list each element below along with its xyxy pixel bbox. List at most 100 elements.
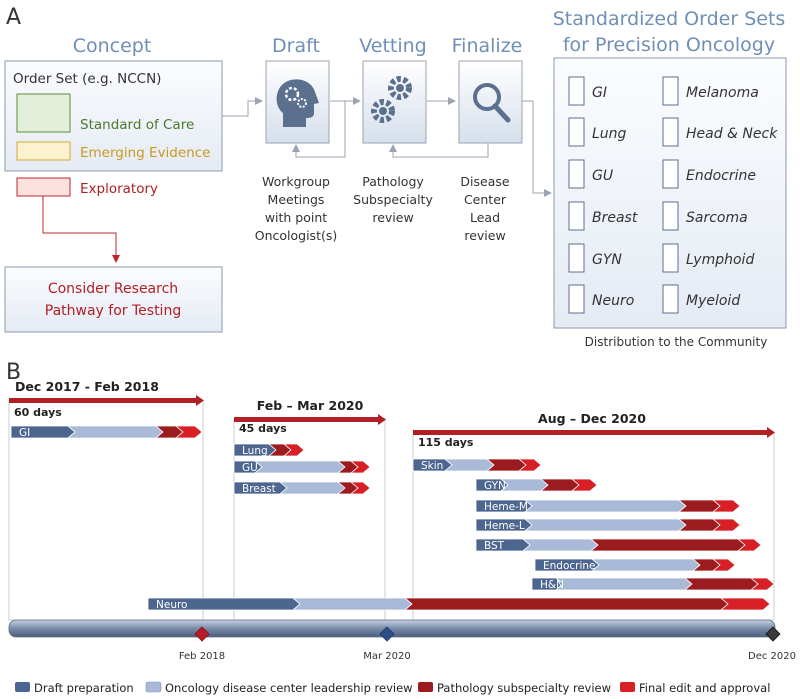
period-arrow-3 xyxy=(413,427,775,438)
gantt-task-label: GI xyxy=(19,427,30,439)
vetting-caption-3: review xyxy=(372,210,413,225)
gantt-segment-path xyxy=(403,597,729,611)
order-set-right-item: Head & Neck xyxy=(686,126,778,142)
period-days-2: 45 days xyxy=(239,422,287,435)
emerging-evidence-swatch xyxy=(16,141,71,161)
order-set-checkbox xyxy=(662,76,679,106)
gantt-task-label: BST xyxy=(484,540,505,552)
legend-label-oncology: Oncology disease center leadership revie… xyxy=(165,681,413,695)
gantt-task-label: H&N xyxy=(540,579,564,591)
concept-box-title: Order Set (e.g. NCCN) xyxy=(13,71,161,87)
legend-swatch-final xyxy=(620,682,635,692)
finalize-feedback-arrow xyxy=(389,143,489,158)
order-set-checkbox xyxy=(662,284,679,314)
exploratory-swatch xyxy=(16,177,71,197)
legend-label-pathology: Pathology subspecialty review xyxy=(437,681,611,695)
finalize-caption-3: Lead xyxy=(470,210,500,225)
gantt-segment-path xyxy=(683,577,759,591)
order-set-right-item: Lymphoid xyxy=(686,252,754,268)
order-set-checkbox xyxy=(568,117,585,147)
order-set-left-item: GU xyxy=(592,168,613,184)
gantt-task-label: GYN xyxy=(484,480,506,492)
vetting-caption-2: Subspecialty xyxy=(353,192,433,207)
order-set-left-item: Breast xyxy=(592,210,638,226)
draft-caption-1: Workgroup xyxy=(262,174,330,189)
legend-swatch-pathology xyxy=(418,682,433,692)
gantt-segment-onc xyxy=(521,538,599,552)
order-sets-footer: Distribution to the Community xyxy=(585,335,768,349)
gantt-segment-fin xyxy=(570,478,598,492)
gantt-task-label: Neuro xyxy=(156,599,187,611)
gantt-segment-fin xyxy=(282,443,305,457)
period-days-1: 60 days xyxy=(14,406,62,419)
order-set-right-item: Melanoma xyxy=(686,85,759,101)
gantt-segment-fin xyxy=(736,538,762,552)
gantt-segment-fin xyxy=(711,499,741,513)
order-set-checkbox xyxy=(568,201,585,231)
draft-caption-2: Meetings xyxy=(268,192,325,207)
order-set-right-item: Sarcoma xyxy=(686,210,748,226)
gantt-segment-fin xyxy=(174,425,203,439)
research-box xyxy=(4,266,223,333)
gantt-segment-onc xyxy=(253,460,346,474)
draft-caption-3: with point xyxy=(265,210,327,225)
exploratory-connector xyxy=(42,196,120,263)
finalize-caption-4: review xyxy=(464,228,505,243)
gantt-task-label: Breast xyxy=(242,483,276,495)
finalize-title: Finalize xyxy=(452,35,523,57)
finalize-box xyxy=(458,60,523,144)
gantt-task-label: Heme-L xyxy=(484,520,525,532)
period-label-3: Aug – Dec 2020 xyxy=(538,411,646,426)
emerging-evidence-label: Emerging Evidence xyxy=(80,145,210,161)
order-set-left-item: Lung xyxy=(592,126,627,142)
order-set-checkbox xyxy=(568,76,585,106)
gantt-segment-onc xyxy=(523,499,687,513)
panel-a-label: A xyxy=(6,5,21,30)
head-gears-icon xyxy=(276,79,319,127)
gantt-segment-fin xyxy=(517,458,542,472)
gantt-segment-onc xyxy=(291,597,413,611)
period-arrow-1 xyxy=(9,395,204,406)
milestone-feb-2018 xyxy=(194,626,210,642)
order-set-checkbox xyxy=(662,117,679,147)
finalize-to-order-sets-arrow xyxy=(522,100,552,197)
gantt-task-label: Heme-M xyxy=(484,501,528,513)
milestone-label-2: Mar 2020 xyxy=(363,651,411,662)
gantt-task-label: Lung xyxy=(242,445,268,457)
standard-of-care-label: Standard of Care xyxy=(80,117,194,133)
exploratory-label: Exploratory xyxy=(80,181,158,197)
period-arrow-2 xyxy=(234,414,386,425)
gantt-task-label: Skin xyxy=(421,460,443,472)
gantt-segment-fin xyxy=(749,577,775,591)
gantt-segment-onc xyxy=(443,458,495,472)
vetting-box xyxy=(362,60,427,144)
legend: Draft preparation Oncology disease cente… xyxy=(15,681,770,695)
finalize-caption-2: Center xyxy=(464,192,507,207)
milestone-label-3: Dec 2020 xyxy=(748,651,796,662)
order-set-checkbox xyxy=(662,159,679,189)
order-set-checkbox xyxy=(568,243,585,273)
period-label-1: Dec 2017 - Feb 2018 xyxy=(15,379,159,394)
panel-b-label: B xyxy=(6,360,21,385)
gantt-segment-fin xyxy=(349,460,371,474)
finalize-caption-1: Disease xyxy=(460,174,509,189)
milestone-label-1: Feb 2018 xyxy=(179,651,225,662)
gantt-segment-fin xyxy=(349,481,371,495)
order-set-left-item: Neuro xyxy=(592,293,634,309)
order-sets-title-1: Standardized Order Sets xyxy=(553,8,786,30)
gantt-segment-onc xyxy=(66,425,164,439)
legend-label-final: Final edit and approval xyxy=(639,681,770,695)
gantt-segment-onc xyxy=(523,518,687,532)
order-set-checkbox xyxy=(568,159,585,189)
draft-caption-4: Oncologist(s) xyxy=(255,228,338,243)
milestone-mar-2020 xyxy=(379,626,395,642)
concept-title: Concept xyxy=(73,35,152,57)
period-days-3: 115 days xyxy=(418,436,474,449)
research-line-1: Consider Research xyxy=(48,281,178,297)
gantt-segment-path xyxy=(589,538,746,552)
gantt-segment-onc xyxy=(278,481,346,495)
gantt-segment-fin xyxy=(711,558,736,572)
order-set-left-item: GI xyxy=(592,85,607,101)
